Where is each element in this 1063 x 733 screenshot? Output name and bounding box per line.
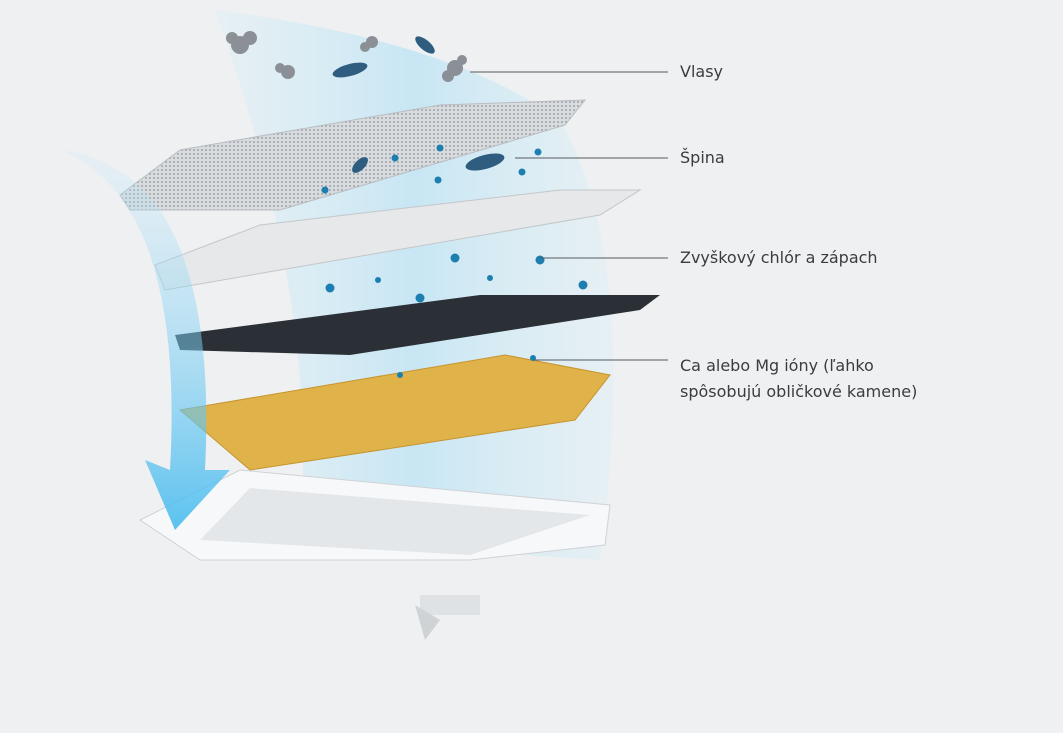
ion-filter-layer bbox=[178, 354, 611, 471]
hair-particles bbox=[226, 31, 505, 173]
carbon-filter-layer bbox=[175, 295, 660, 355]
label-ions-line2: spôsobujú obličkové kamene) bbox=[680, 382, 918, 401]
leader-lines bbox=[470, 71, 668, 361]
label-hair: Vlasy bbox=[680, 62, 723, 81]
dirt-particles bbox=[321, 144, 588, 378]
label-ions-line1: Ca alebo Mg ióny (ľahko bbox=[680, 356, 874, 375]
flow-arrow-icon bbox=[60, 150, 230, 530]
label-ions: Ca alebo Mg ióny (ľahko spôsobujú obličk… bbox=[680, 353, 917, 405]
label-chlorine: Zvyškový chlór a zápach bbox=[680, 248, 878, 267]
base-tray bbox=[139, 469, 611, 640]
label-dirt: Špina bbox=[680, 148, 725, 167]
